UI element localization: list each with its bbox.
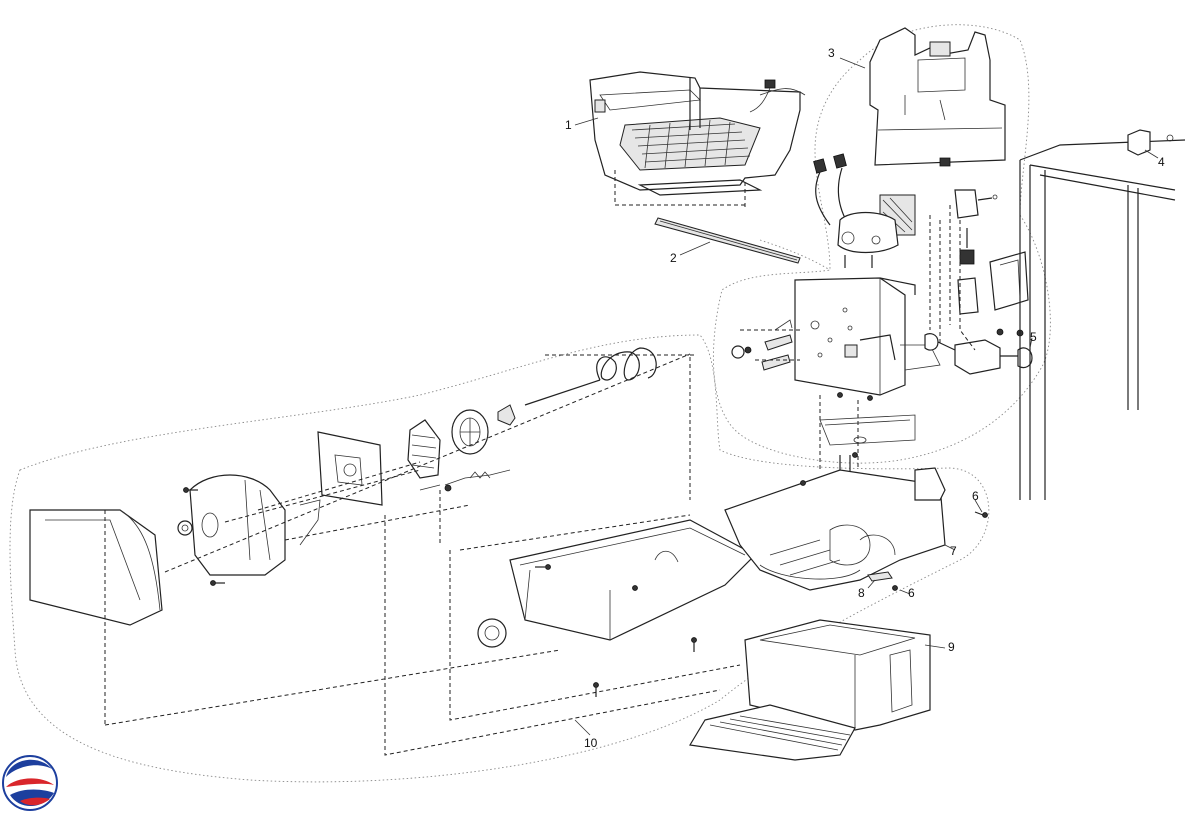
callout-10: 10 [584,736,598,750]
callout-2: 2 [670,251,677,265]
group-outline-10 [9,334,990,783]
part-3-mounting-bracket [869,27,1006,167]
part-8-spacer [867,571,893,582]
callout-5: 5 [1030,330,1037,344]
brand-swirl-icon [2,755,58,811]
part-5-water-valve [924,328,1033,375]
part-9-bin-cover [689,619,931,761]
heater-coil [524,347,657,406]
group-outline-3 [712,24,1051,464]
callout-7: 7 [950,544,957,558]
callout-1: 1 [565,118,572,132]
alignment-lines [104,353,741,756]
arm-linkage [731,319,793,371]
control-housing [794,277,941,396]
leader-lines-upper [740,205,976,470]
ice-bin [477,519,756,648]
gear-housing [177,474,321,576]
motor-and-harness [813,153,916,268]
part-1-ice-maker-assembly [589,71,806,208]
part-7-auger-housing [724,455,946,591]
mounting-plate-left [317,431,383,506]
callout-6-upper: 6 [972,489,979,503]
spring-linkage [419,469,511,492]
ejector-cam [451,404,516,455]
callout-9: 9 [948,640,955,654]
callout-leaders [574,57,1159,736]
callout-3: 3 [828,46,835,60]
callout-6-lower: 6 [908,586,915,600]
callout-8: 8 [858,586,865,600]
part-4-freezer-cabinet [1019,129,1186,500]
lower-bracket [819,414,916,446]
part-2-fill-trough [654,217,831,271]
part-10-front-cover [29,509,163,626]
switch-components [954,189,1029,315]
callout-4: 4 [1158,155,1165,169]
callout-labels: 1 2 3 4 5 6 7 8 6 9 10 [565,46,1165,750]
